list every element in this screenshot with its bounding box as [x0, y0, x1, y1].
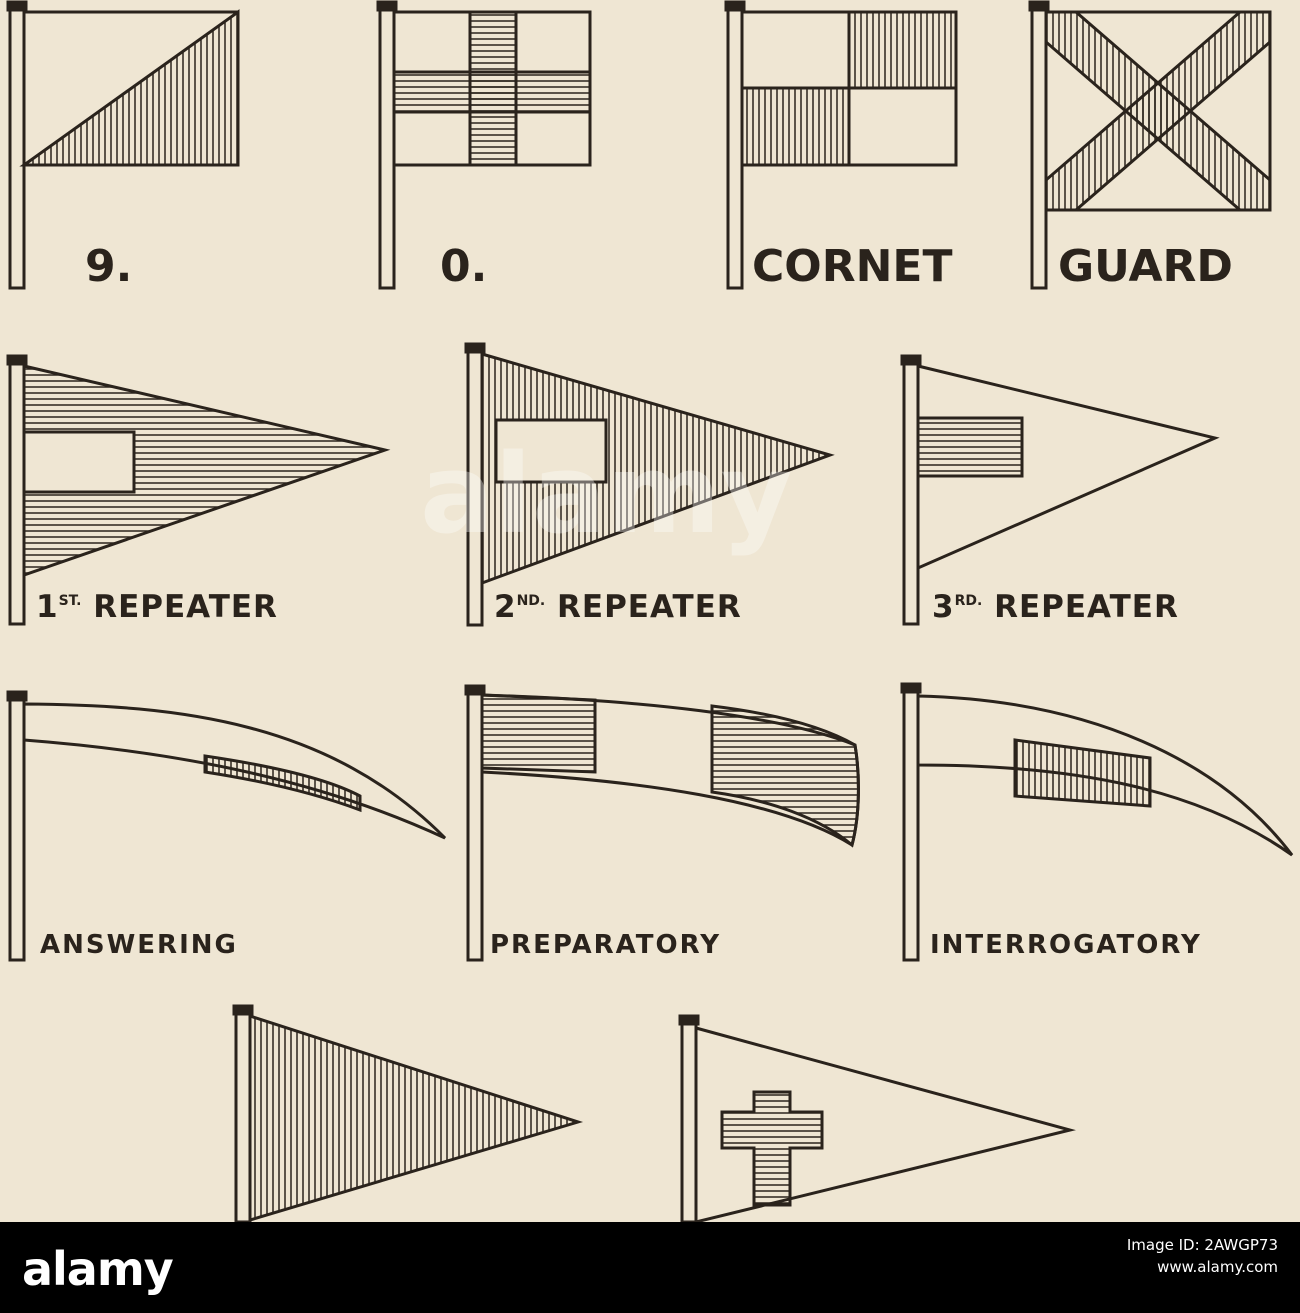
label-cornet: CORNET: [752, 241, 953, 292]
label-third-repeater-word: REPEATER: [994, 589, 1179, 625]
footer-image-info: Image ID: 2AWGP73 www.alamy.com: [1127, 1234, 1278, 1278]
label-zero: 0.: [440, 241, 488, 292]
pennant-third-repeater: [900, 354, 1220, 626]
label-second-repeater-suffix: ND.: [516, 593, 546, 609]
pennant-preparatory: [464, 684, 860, 962]
label-answering: ANSWERING: [40, 930, 238, 960]
label-third-repeater-suffix: RD.: [954, 593, 983, 609]
label-first-repeater-suffix: ST.: [58, 593, 82, 609]
footer-logo[interactable]: alamy: [22, 1242, 174, 1296]
footer-bar: alamy Image ID: 2AWGP73 www.alamy.com: [0, 1222, 1300, 1313]
label-first-repeater-word: REPEATER: [93, 589, 278, 625]
flag-nine: [6, 0, 240, 290]
flag-guard: [1028, 0, 1272, 290]
label-guard: GUARD: [1058, 241, 1233, 292]
pennant-second-repeater: [464, 342, 835, 627]
pennant-striped: [232, 1004, 584, 1224]
label-first-repeater: 1ST. REPEATER: [36, 592, 278, 623]
label-third-repeater-number: 3: [932, 589, 955, 625]
flag-cornet: [724, 0, 958, 290]
label-second-repeater: 2ND. REPEATER: [494, 592, 742, 623]
flag-zero: [376, 0, 592, 290]
label-second-repeater-word: REPEATER: [557, 589, 742, 625]
label-second-repeater-number: 2: [494, 589, 517, 625]
label-nine: 9.: [85, 241, 133, 292]
pennant-answering: [6, 690, 447, 962]
site-url-text[interactable]: www.alamy.com: [1157, 1258, 1278, 1276]
pennant-first-repeater: [6, 354, 391, 626]
label-preparatory: PREPARATORY: [490, 930, 722, 960]
label-interrogatory: INTERROGATORY: [930, 930, 1202, 960]
image-id-text: Image ID: 2AWGP73: [1126, 1236, 1278, 1254]
pennant-cross: [678, 1014, 1076, 1224]
pennant-interrogatory: [900, 682, 1294, 962]
label-first-repeater-number: 1: [36, 589, 59, 625]
label-third-repeater: 3RD. REPEATER: [932, 592, 1179, 623]
